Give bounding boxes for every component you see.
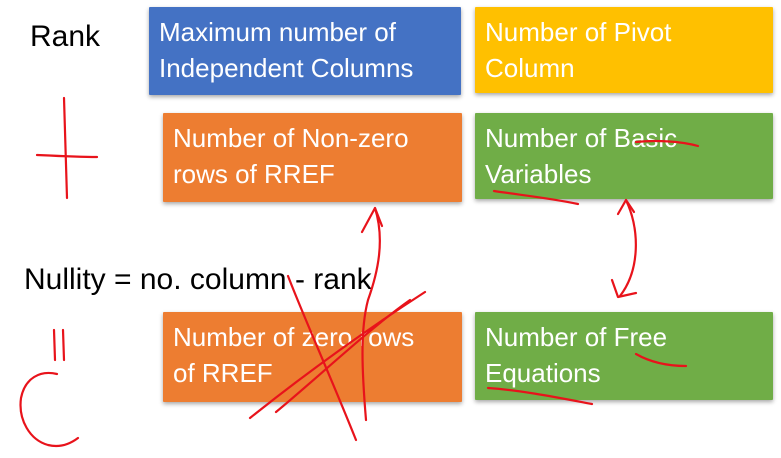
right-arrow-top-head [616, 198, 636, 216]
nonzero-rows-line1: Number of Non-zero [173, 123, 409, 153]
left-arrow-head [360, 206, 384, 234]
rank-label: Rank [30, 20, 101, 53]
equals-right-stroke [61, 328, 66, 362]
plus-horizontal-stroke [35, 153, 99, 159]
pivot-column-box: Number of Pivot Column [475, 7, 773, 93]
basic-variables-line2: Variables [485, 158, 592, 189]
nonzero-rows-line2: rows of RREF [173, 158, 335, 189]
zero-rows-box: Number of zero rows of RREF [163, 312, 462, 402]
right-double-arrow-curve [618, 198, 637, 298]
zero-rows-line1: Number of zero rows [173, 322, 415, 352]
max-independent-columns-line1: Maximum number of [159, 17, 396, 47]
free-equations-box: Number of Free Equations [475, 312, 773, 400]
nonzero-rows-box: Number of Non-zero rows of RREF [163, 113, 462, 202]
basic-variables-box: Number of Basic Variables [475, 113, 773, 199]
nullity-formula-label: Nullity = no. column - rank [24, 263, 372, 296]
free-equations-line2: Equations [485, 357, 601, 388]
max-independent-columns-box: Maximum number of Independent Columns [149, 7, 461, 95]
zero-rows-line2: of RREF [173, 357, 273, 388]
free-equations-line1: Number of Free [485, 322, 668, 352]
pivot-column-line2: Column [485, 52, 575, 83]
equals-left-stroke [52, 328, 57, 362]
max-independent-columns-line2: Independent Columns [159, 52, 414, 83]
basic-variables-line1: Number of Basic [485, 123, 678, 153]
right-arrow-bottom-head [610, 278, 638, 299]
pivot-column-line1: Number of Pivot [485, 17, 672, 47]
c-letter-stroke [19, 371, 80, 448]
plus-vertical-stroke [62, 96, 69, 200]
